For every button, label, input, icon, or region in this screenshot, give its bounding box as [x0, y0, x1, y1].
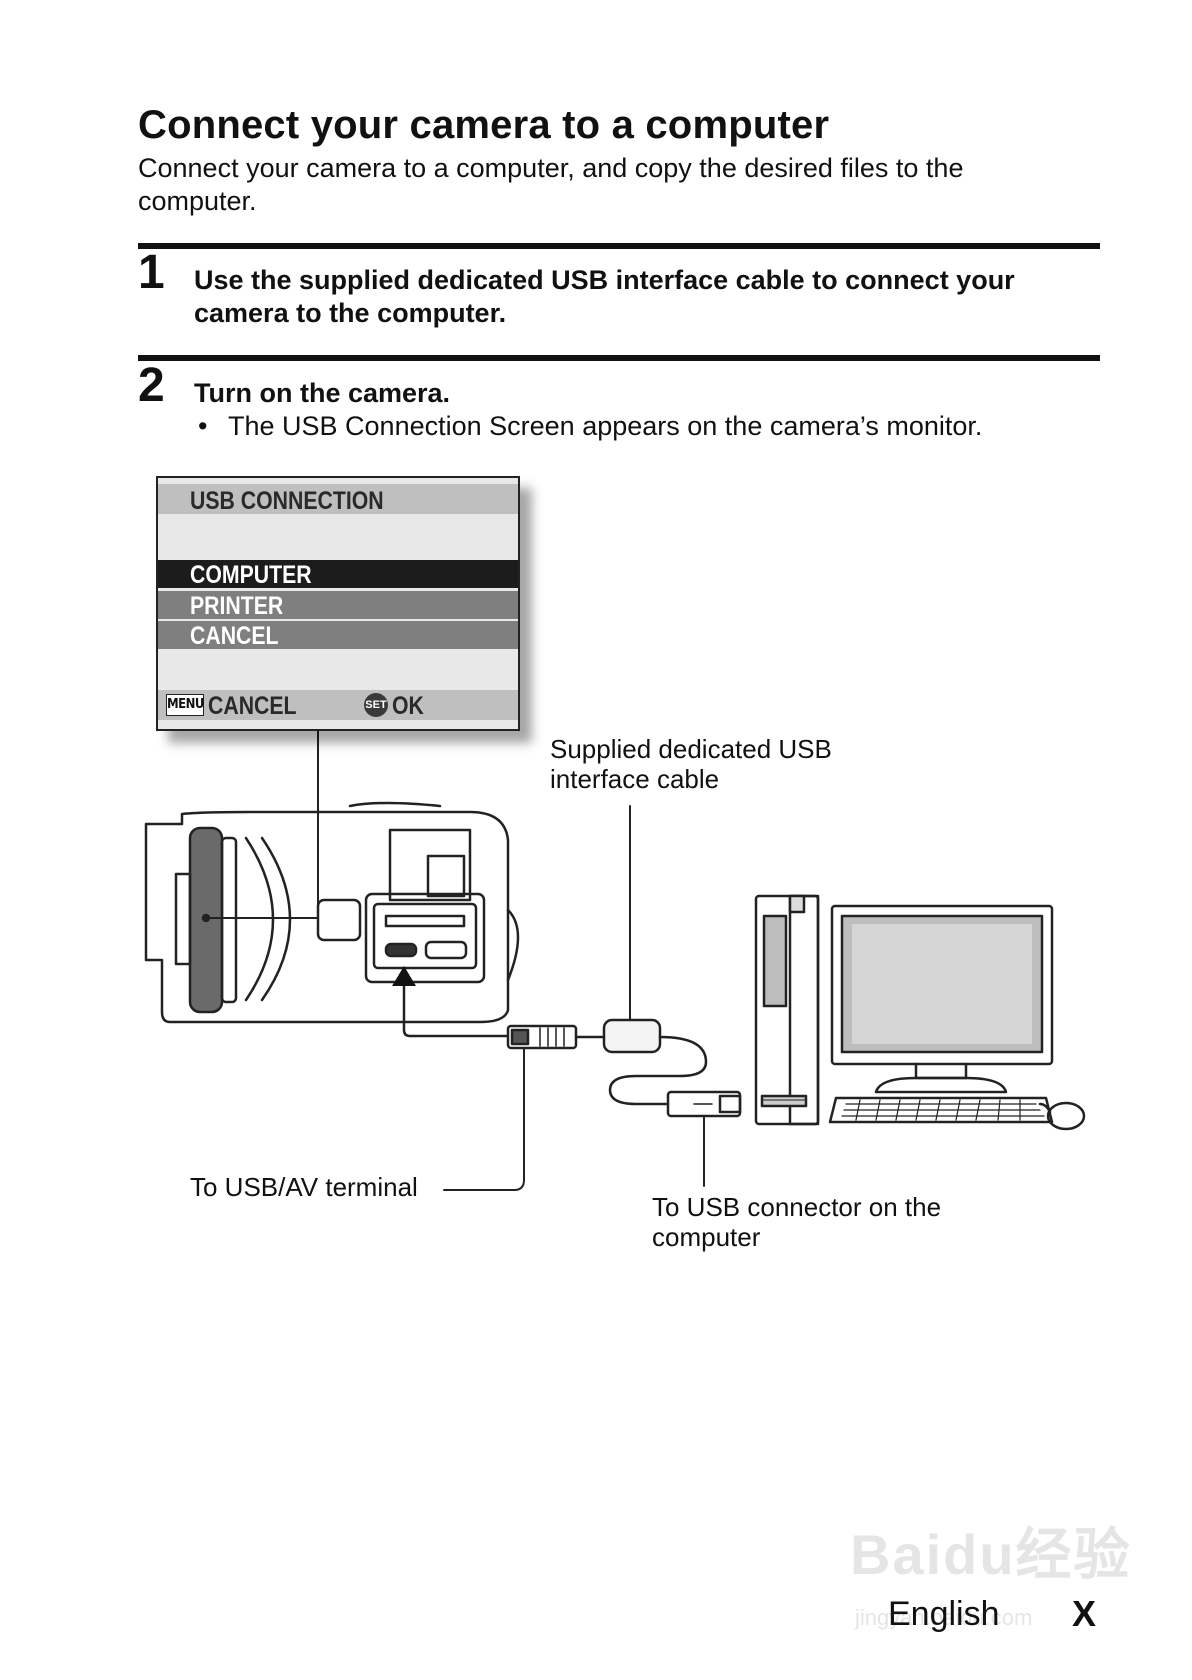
av-terminal-leader — [443, 1047, 525, 1191]
screen-header: USB CONNECTION — [158, 484, 518, 515]
step-1-text: Use the supplied dedicated USB interface… — [194, 265, 1015, 328]
step-2-bullet: • The USB Connection Screen appears on th… — [198, 410, 982, 443]
step-2-text: Turn on the camera. — [194, 378, 451, 408]
camera-body — [144, 810, 510, 1024]
screen-footer: MENU CANCEL SET OK — [158, 690, 518, 720]
footer-cancel: CANCEL — [208, 692, 297, 720]
set-icon: SET — [364, 693, 388, 717]
menu-icon: MENU — [166, 694, 204, 716]
step-2-number: 2 — [138, 359, 165, 412]
option-computer[interactable]: COMPUTER — [158, 560, 518, 589]
ferrite-core — [602, 1018, 662, 1054]
step-2-rule — [138, 355, 1100, 361]
intro-text: Connect your camera to a computer, and c… — [138, 153, 964, 216]
step-1-number: 1 — [138, 246, 165, 299]
screen-title: USB CONNECTION — [190, 487, 384, 515]
footer-language: English — [888, 1595, 1000, 1633]
option-computer-label: COMPUTER — [190, 561, 312, 589]
screen-leader-line — [205, 729, 319, 919]
step-2-bullet-text: The USB Connection Screen appears on the… — [228, 411, 983, 441]
page-number: X — [1072, 1593, 1097, 1634]
terminal-panel — [364, 892, 486, 984]
pc-keyboard — [828, 1096, 1054, 1124]
usb-connector-callout: To USB connector on the computer — [652, 1192, 942, 1252]
footer-ok: OK — [392, 692, 424, 720]
option-printer-label: PRINTER — [190, 592, 284, 620]
step-1-rule — [138, 243, 1100, 249]
pc-monitor — [830, 904, 1054, 1066]
option-cancel-label: CANCEL — [190, 622, 279, 650]
av-terminal-callout: To USB/AV terminal — [190, 1172, 418, 1202]
watermark-url: jingyan.baidu.com — [855, 1605, 1033, 1630]
pc-mouse — [1046, 1101, 1086, 1131]
option-printer[interactable]: PRINTER — [158, 591, 518, 620]
bullet-dot: • — [198, 411, 208, 441]
page-title: Connect your camera to a computer — [138, 103, 830, 147]
watermark-logo: Baidu经验 — [850, 1523, 1132, 1586]
usb-connection-screen: USB CONNECTION COMPUTER PRINTER CANCEL M… — [156, 476, 520, 731]
option-cancel[interactable]: CANCEL — [158, 621, 518, 650]
cable-callout: Supplied dedicated USB interface cable — [550, 734, 832, 794]
